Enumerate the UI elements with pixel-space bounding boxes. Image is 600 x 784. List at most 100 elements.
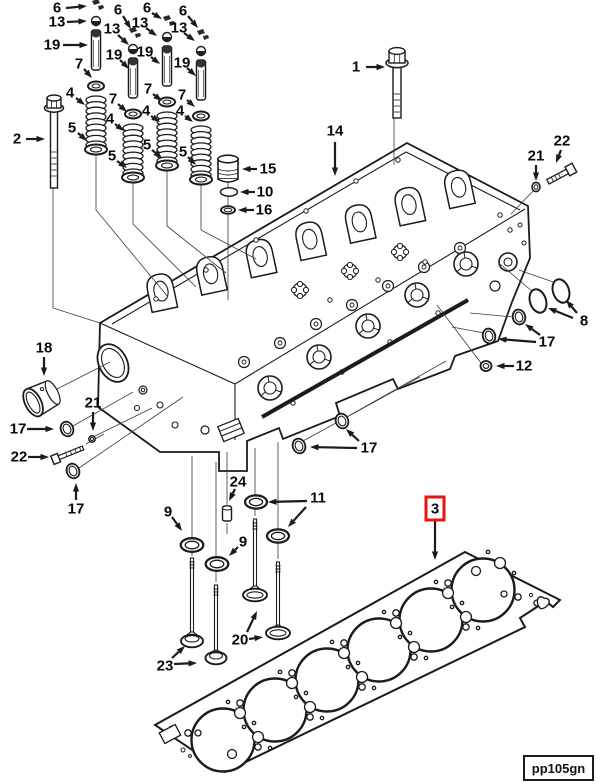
callout-4-2: 4	[106, 111, 124, 131]
callout-20: 20	[232, 611, 263, 649]
callout-number: 9	[164, 504, 172, 521]
callout-number: 6	[179, 3, 187, 20]
callout-number: 4	[176, 103, 185, 120]
camshaft-bushing-18	[22, 380, 61, 418]
screw-22-top-right	[545, 162, 578, 185]
callout-number: 5	[179, 144, 187, 161]
front-groove	[261, 298, 469, 419]
callout-number: 17	[361, 440, 378, 457]
callout-21-l: 21	[85, 395, 101, 431]
callout-9-1: 9	[164, 504, 182, 531]
cup-plug-17-left	[57, 418, 77, 440]
callout-24: 24	[229, 474, 247, 501]
callout-19-3: 19	[137, 44, 160, 64]
callout-17-l: 17	[10, 421, 54, 438]
callout-number: 6	[53, 0, 61, 17]
callout-number: 7	[75, 56, 83, 73]
callout-17-m: 17	[310, 429, 377, 457]
screw-22-left	[49, 445, 85, 466]
callout-7-3: 7	[144, 81, 162, 101]
callout-number: 14	[327, 123, 344, 140]
callout-4-3: 4	[142, 103, 160, 122]
valve-4	[265, 561, 291, 641]
callout-21-tr: 21	[528, 148, 545, 181]
callout-1: 1	[352, 59, 385, 76]
o-ring-10	[219, 187, 239, 197]
head-bolt-1	[385, 46, 409, 119]
callout-6-1: 6	[53, 0, 87, 17]
callout-19-4: 19	[174, 55, 196, 76]
callout-6-4: 6	[179, 3, 198, 28]
cup-plug-17-right-2	[510, 307, 528, 327]
callout-number: 7	[178, 87, 186, 104]
callout-number: 15	[260, 161, 277, 178]
callout-5-4: 5	[179, 144, 196, 165]
gasket-cylinder-bores	[190, 557, 516, 773]
callout-number: 17	[539, 334, 556, 351]
callout-number: 6	[143, 0, 151, 17]
callout-number: 22	[11, 449, 28, 466]
top-face-holes	[153, 157, 513, 406]
callout-6-2: 6	[114, 2, 131, 29]
o-ring-21-top-right	[531, 181, 541, 193]
callout-number: 1	[352, 59, 360, 76]
tappet-15	[217, 154, 239, 183]
callout-number: 5	[108, 148, 116, 165]
callout-number: 5	[143, 137, 151, 154]
callout-16: 16	[238, 202, 272, 219]
callout-number: 9	[239, 534, 247, 551]
left-end-face	[96, 343, 246, 443]
cylinder-head-body	[96, 141, 531, 472]
callout-5-1: 5	[68, 120, 87, 141]
callout-3[interactable]: 3	[424, 495, 446, 560]
front-face-ports	[257, 251, 479, 401]
head-bolt-2	[43, 94, 65, 189]
callout-number: 12	[516, 358, 533, 375]
callout-number: 16	[256, 202, 273, 219]
dowel-24	[221, 505, 233, 522]
callout-number: 13	[132, 15, 149, 32]
callout-number: 20	[232, 632, 249, 649]
callout-layer: 6131974561319745613197456131974521141510…	[10, 0, 589, 675]
callout-number: 17	[10, 421, 27, 438]
callout-number: 18	[36, 340, 53, 357]
callout-13-3: 13	[132, 15, 157, 36]
callout-9-2: 9	[229, 534, 247, 556]
callout-number: 17	[68, 501, 85, 518]
callout-number: 11	[310, 490, 326, 507]
callout-22-l: 22	[11, 449, 49, 466]
valve-seal-11-2	[265, 528, 291, 544]
callout-13-2: 13	[104, 21, 129, 45]
callout-number: 19	[106, 47, 123, 64]
callout-number: 2	[13, 131, 21, 148]
callout-14: 14	[327, 123, 344, 176]
cylinder-head-outline	[97, 141, 531, 472]
valve-train-stack-3	[155, 14, 179, 172]
valve-3	[242, 518, 268, 603]
callout-23: 23	[157, 646, 197, 675]
highlight-box	[424, 495, 446, 522]
valve-seal-11-1	[243, 494, 269, 510]
callout-13-1: 13	[49, 14, 87, 31]
valve-seal-9-1	[179, 537, 205, 553]
valve-seal-9-2	[204, 556, 230, 572]
callout-5-3: 5	[143, 137, 162, 158]
callout-17-b: 17	[68, 483, 85, 518]
callout-7-1: 7	[75, 56, 92, 78]
callout-15: 15	[242, 161, 276, 178]
callout-8: 8	[548, 300, 588, 330]
valves	[180, 518, 291, 666]
bolt-hole-bosses	[290, 242, 410, 300]
callout-number: 23	[157, 658, 174, 675]
valve-1	[180, 557, 204, 649]
valve-2	[204, 584, 228, 666]
callout-number: 22	[554, 133, 571, 150]
callout-number: 19	[137, 44, 154, 61]
callout-number: 4	[142, 103, 151, 120]
callout-number: 7	[109, 91, 117, 108]
callout-17-r: 17	[498, 324, 555, 351]
small-parts	[22, 162, 578, 572]
callout-number: 21	[528, 148, 545, 165]
